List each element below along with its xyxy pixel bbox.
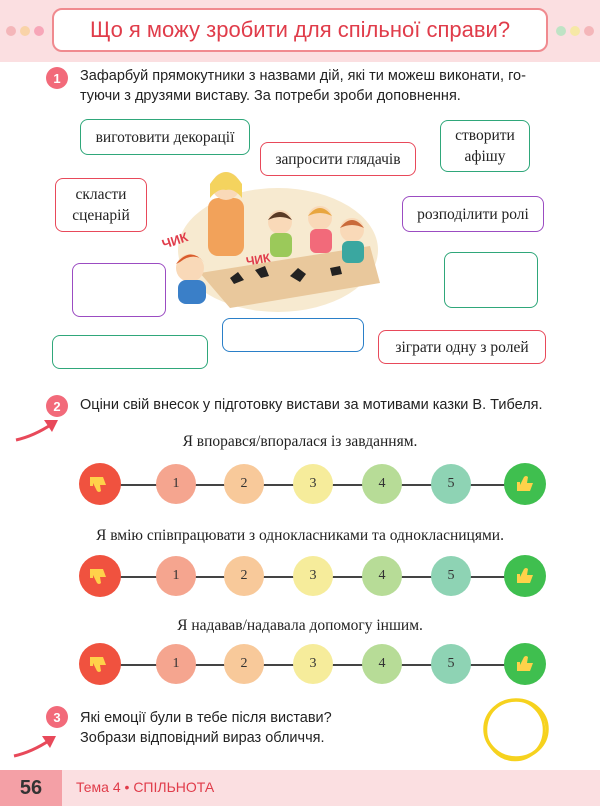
scale-3-title: Я надавав/надавала допомогу іншим. [177, 617, 423, 634]
scale-2-step-5[interactable]: 5 [431, 556, 471, 596]
paper-cutouts [230, 266, 342, 284]
task-1-line-1: Зафарбуй прямокутники з назвами дій, які… [80, 68, 526, 84]
scale-3-step-2[interactable]: 2 [224, 644, 264, 684]
task-3-line-2: Зобрази відповідний вираз обличчя. [80, 730, 325, 746]
child-head [176, 254, 204, 282]
action-label: виготовити декорації [95, 128, 235, 146]
scale-1-step-2[interactable]: 2 [224, 464, 264, 504]
thumb-down-icon[interactable] [79, 555, 121, 597]
page-title: Що я можу зробити для спільної справи? [89, 17, 511, 42]
task-number-2: 2 [46, 395, 68, 417]
task-number-1: 1 [46, 67, 68, 89]
child-body [270, 233, 292, 257]
child-body [310, 229, 332, 253]
sound-chik-right: ЧИК [245, 250, 272, 268]
action-label: зіграти одну з ролей [395, 338, 529, 356]
scale-2-title: Я вмію співпрацювати з однокласниками та… [96, 527, 504, 544]
action-label: сценарій [72, 207, 130, 224]
page-number: 56 [19, 776, 43, 799]
scale-1-step-3[interactable]: 3 [293, 464, 333, 504]
action-box-empty[interactable] [52, 335, 208, 369]
action-label: афішу [464, 148, 506, 165]
scale-2-step-2[interactable]: 2 [224, 556, 264, 596]
action-box-invite-audience[interactable]: запросити глядачів [260, 142, 416, 176]
action-box-empty[interactable] [222, 318, 364, 352]
scale-2-step-4[interactable]: 4 [362, 556, 402, 596]
child-hair [268, 212, 292, 220]
scale-2-step-1[interactable]: 1 [156, 556, 196, 596]
action-label: створити [455, 127, 515, 144]
page-number-box: 56 [0, 770, 62, 806]
thumb-up-icon[interactable] [504, 643, 546, 685]
child-hair [340, 220, 364, 228]
decor-dot [556, 26, 566, 36]
decor-dot [6, 26, 16, 36]
footer-topic: Тема 4 • СПІЛЬНОТА [76, 779, 215, 795]
arrow-icon [15, 420, 58, 442]
scale-3-step-4[interactable]: 4 [362, 644, 402, 684]
task-3-line-1: Які емоції були в тебе після вистави? [80, 710, 332, 726]
scale-3-step-5[interactable]: 5 [431, 644, 471, 684]
child-hair [176, 254, 204, 264]
action-box-assign-roles[interactable]: розподілити ролі [402, 196, 544, 232]
page-title-box: Що я можу зробити для спільної справи? [52, 8, 548, 52]
table [200, 246, 380, 308]
decor-dot [584, 26, 594, 36]
thumb-up-icon[interactable] [504, 555, 546, 597]
task-1-text: Зафарбуй прямокутники з назвами дій, які… [80, 66, 580, 106]
scale-1-step-5[interactable]: 5 [431, 464, 471, 504]
thumb-up-icon[interactable] [504, 463, 546, 505]
decor-dot [570, 26, 580, 36]
task-number-3: 3 [46, 706, 68, 728]
scale-1-step-1[interactable]: 1 [156, 464, 196, 504]
decor-dot [34, 26, 44, 36]
teacher-body [208, 198, 244, 256]
decor-dot [20, 26, 30, 36]
action-label: запросити глядачів [275, 150, 401, 168]
action-label: розподілити ролі [417, 205, 529, 223]
action-label: скласти [75, 186, 127, 203]
action-box-empty[interactable] [444, 252, 538, 308]
thumb-down-icon[interactable] [79, 463, 121, 505]
child-body [342, 241, 364, 263]
action-box-empty[interactable] [72, 263, 166, 317]
child-body [178, 280, 206, 304]
action-box-play-role[interactable]: зіграти одну з ролей [378, 330, 546, 364]
action-box-script[interactable]: скласти сценарій [55, 178, 147, 232]
face-drawing-circle[interactable] [480, 695, 552, 763]
scale-2-step-3[interactable]: 3 [293, 556, 333, 596]
action-box-poster[interactable]: створити афішу [440, 120, 530, 172]
teacher-hair [210, 172, 242, 198]
scale-1-step-4[interactable]: 4 [362, 464, 402, 504]
task-1-line-2: туючи з друзями виставу. За потреби зроб… [80, 88, 461, 104]
task-2-text: Оціни свій внесок у підготовку вистави з… [80, 397, 543, 413]
scale-1-title: Я впорався/впоралася із завданням. [182, 433, 418, 450]
arrow-icon [13, 736, 56, 758]
footer-band [0, 770, 600, 806]
thumb-down-icon[interactable] [79, 643, 121, 685]
scale-3-step-3[interactable]: 3 [293, 644, 333, 684]
child-hair [308, 208, 332, 216]
children-illustration: ЧИК ЧИК [160, 172, 380, 312]
scale-3-step-1[interactable]: 1 [156, 644, 196, 684]
action-box-decorations[interactable]: виготовити декорації [80, 119, 250, 155]
task-3-text: Які емоції були в тебе після вистави? Зо… [80, 708, 420, 748]
